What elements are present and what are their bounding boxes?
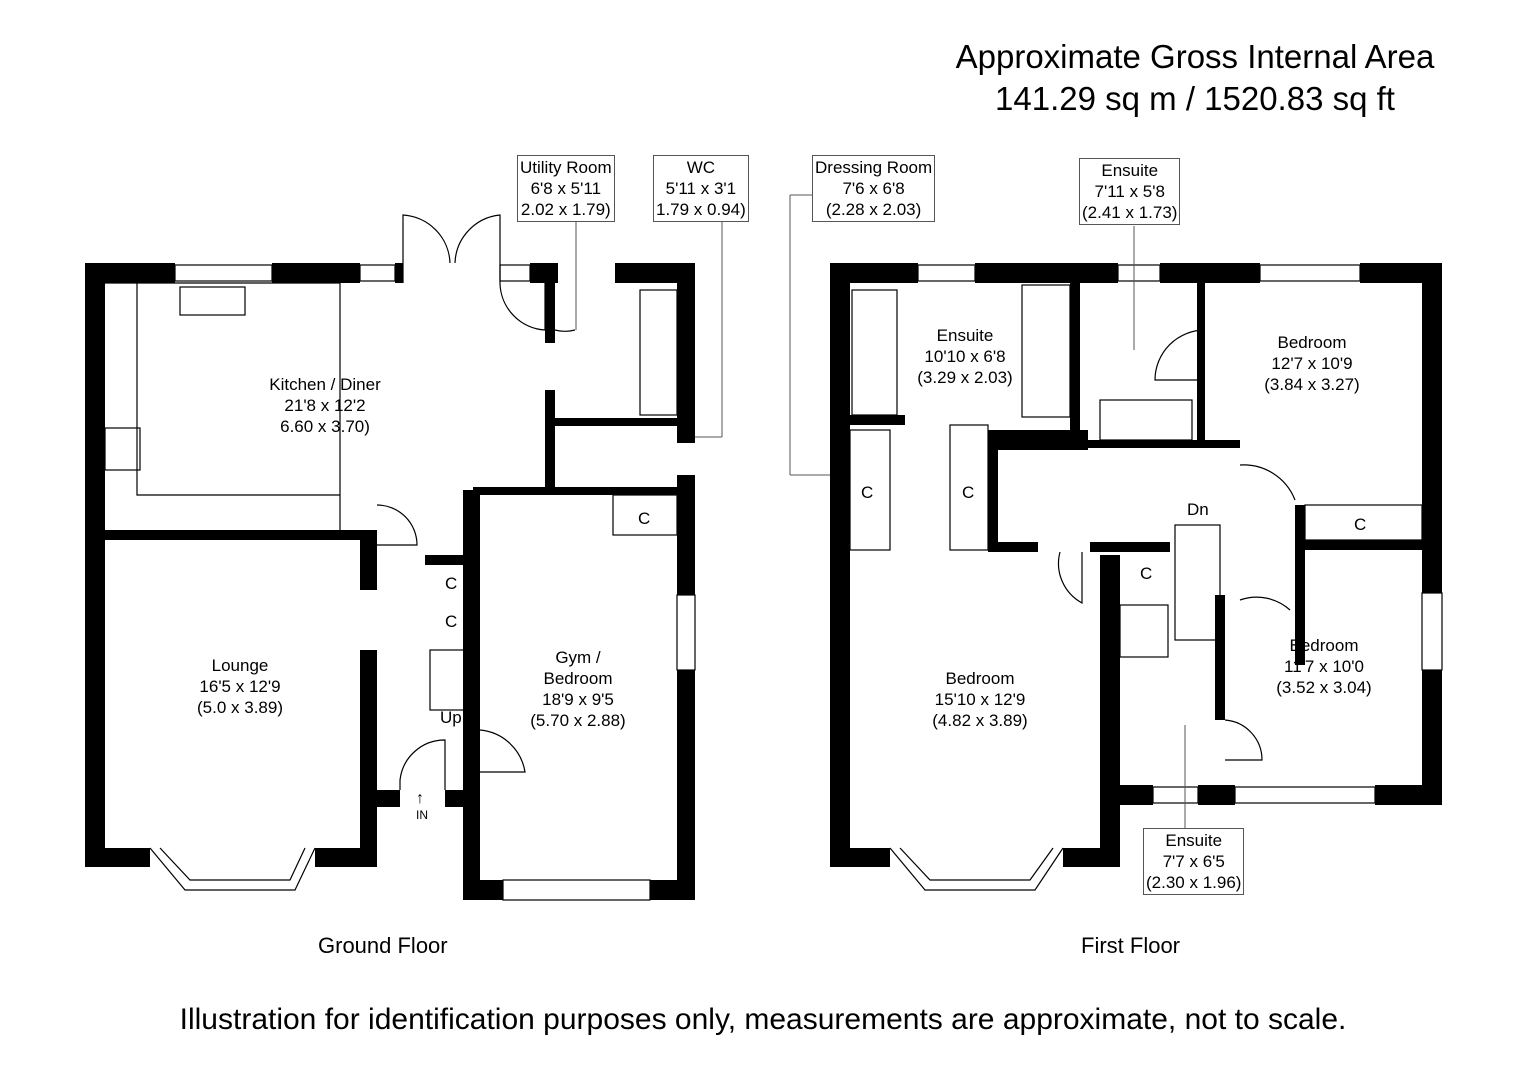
room-name: Bedroom <box>1289 636 1359 655</box>
first-floor-walls <box>830 263 1442 867</box>
room-name: Lounge <box>211 656 269 675</box>
room-dimensions-metric: (3.84 x 3.27) <box>1264 375 1360 394</box>
callout-utility-room: Utility Room 6'8 x 5'11 2.02 x 1.79) <box>517 155 615 222</box>
room-name: Kitchen / Diner <box>269 375 381 394</box>
room-name: Ensuite <box>1101 161 1159 180</box>
room-bedroom-3: Bedroom 11'7 x 10'0 (3.52 x 3.04) <box>1276 635 1371 698</box>
title-line-1: Approximate Gross Internal Area <box>955 38 1435 75</box>
room-dimensions-imperial: 18'9 x 9'5 <box>542 690 614 709</box>
entrance-label: IN <box>416 808 428 822</box>
room-dimensions-imperial: 7'11 x 5'8 <box>1094 182 1165 201</box>
area-total: 141.29 sq m / 1520.83 sq ft <box>995 80 1395 117</box>
cupboard-label: C <box>1354 515 1367 534</box>
cupboard-label: C <box>962 483 975 502</box>
cupboard-label: C <box>445 612 458 631</box>
stairs-down-label: Dn <box>1187 500 1209 519</box>
room-gym-bedroom: Gym / Bedroom 18'9 x 9'5 (5.70 x 2.88) <box>530 647 625 731</box>
cupboard-label: C <box>638 509 651 528</box>
stairs-up-label: Up <box>440 708 462 727</box>
ground-floor-label: Ground Floor <box>318 933 448 958</box>
room-ensuite-main: Ensuite 10'10 x 6'8 (3.29 x 2.03) <box>917 325 1012 388</box>
first-floor-label: First Floor <box>1081 933 1180 958</box>
ground-floor-fittings <box>104 214 696 901</box>
callout-wc: WC 5'11 x 3'1 1.79 x 0.94) <box>653 155 749 222</box>
room-name: Utility Room <box>520 158 612 177</box>
room-name: Ensuite <box>936 326 994 345</box>
room-dimensions-metric: (2.30 x 1.96) <box>1146 873 1242 892</box>
room-dimensions-imperial: 5'11 x 3'1 <box>665 179 737 198</box>
room-dimensions-metric: (3.29 x 2.03) <box>917 368 1013 387</box>
room-dimensions-imperial: 16'5 x 12'9 <box>199 677 281 696</box>
room-kitchen-diner: Kitchen / Diner 21'8 x 12'2 6.60 x 3.70) <box>269 374 381 437</box>
room-dimensions-metric: (2.41 x 1.73) <box>1082 203 1178 222</box>
gross-internal-area-title: Approximate Gross Internal Area 141.29 s… <box>900 36 1490 120</box>
callout-leaders <box>575 194 1186 828</box>
room-bedroom-2: Bedroom 12'7 x 10'9 (3.84 x 3.27) <box>1264 332 1359 395</box>
room-name: Bedroom <box>1277 333 1347 352</box>
room-name: WC <box>686 158 716 177</box>
room-dimensions-imperial: 6'8 x 5'11 <box>530 179 602 198</box>
room-dimensions-imperial: 12'7 x 10'9 <box>1271 354 1353 373</box>
cupboard-label: C <box>1140 564 1153 583</box>
room-dimensions-imperial: 21'8 x 12'2 <box>284 396 366 415</box>
room-dimensions-metric: (5.0 x 3.89) <box>197 698 283 717</box>
room-name-line-2: Bedroom <box>543 669 613 688</box>
first-floor-fittings <box>849 264 1443 891</box>
cupboard-label: C <box>861 483 874 502</box>
room-dimensions-metric: 1.79 x 0.94) <box>656 200 746 219</box>
room-name: Gym / <box>555 648 601 667</box>
room-lounge: Lounge 16'5 x 12'9 (5.0 x 3.89) <box>197 655 283 718</box>
room-dimensions-metric: (2.28 x 2.03) <box>825 200 922 219</box>
room-name: Dressing Room <box>815 158 933 177</box>
room-dimensions-imperial: 11'7 x 10'0 <box>1284 657 1364 676</box>
callout-ensuite-bedroom-2: Ensuite 7'11 x 5'8 (2.41 x 1.73) <box>1079 158 1181 225</box>
room-dimensions-imperial: 15'10 x 12'9 <box>934 690 1026 709</box>
room-dimensions-imperial: 7'6 x 6'8 <box>842 179 905 198</box>
room-dimensions-metric: (5.70 x 2.88) <box>530 711 626 730</box>
ground-floor-walls <box>85 263 695 900</box>
room-dimensions-imperial: 10'10 x 6'8 <box>924 347 1006 366</box>
room-bedroom-1: Bedroom 15'10 x 12'9 (4.82 x 3.89) <box>932 668 1027 731</box>
cupboard-label: C <box>445 574 458 593</box>
disclaimer: Illustration for identification purposes… <box>179 1003 1347 1036</box>
room-dimensions-imperial: 7'7 x 6'5 <box>1162 852 1225 871</box>
room-dimensions-metric: (4.82 x 3.89) <box>932 711 1028 730</box>
entrance-arrow-icon: ↑ <box>416 790 424 807</box>
cupboard-label: C <box>1036 431 1049 450</box>
room-dimensions-metric: 2.02 x 1.79) <box>520 200 611 219</box>
room-dimensions-metric: 6.60 x 3.70) <box>280 417 370 436</box>
callout-dressing-room: Dressing Room 7'6 x 6'8 (2.28 x 2.03) <box>812 155 936 222</box>
room-name: Bedroom <box>945 669 1015 688</box>
room-name: Ensuite <box>1165 831 1223 850</box>
room-dimensions-metric: (3.52 x 3.04) <box>1276 678 1372 697</box>
callout-ensuite-bedroom-3: Ensuite 7'7 x 6'5 (2.30 x 1.96) <box>1143 828 1245 895</box>
